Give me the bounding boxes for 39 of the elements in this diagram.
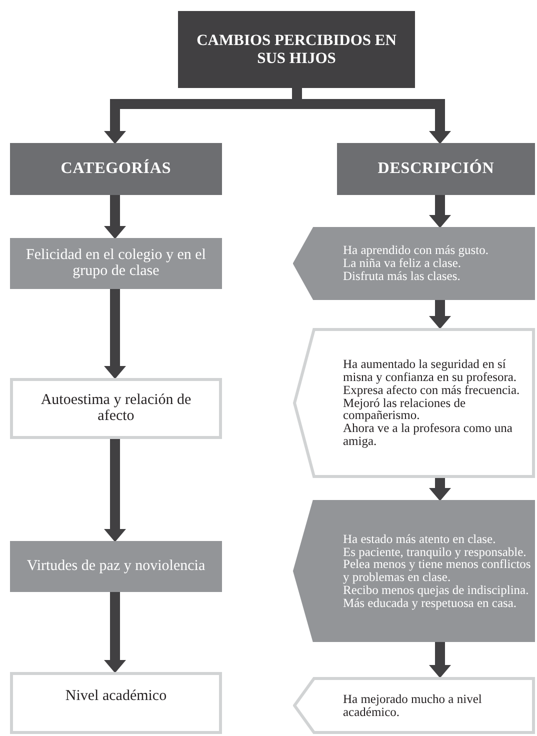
description-text: Ahora ve a la profesora como una amiga. bbox=[343, 422, 514, 448]
description-arrow-box bbox=[293, 227, 535, 300]
category-box bbox=[10, 238, 222, 289]
description-arrow-box bbox=[293, 500, 535, 642]
node-label: CATEGORÍAS bbox=[60, 158, 172, 179]
description-text: Ha aumentado la seguridad en sí misna y confianza en su profesora. bbox=[343, 358, 518, 384]
header-box bbox=[10, 143, 222, 195]
node-label: Felicidad en el colegio y en el grupo de clase bbox=[25, 248, 207, 280]
description-text: Ha estado más atento en clase. bbox=[343, 532, 497, 546]
header-box bbox=[337, 143, 535, 195]
arrow bbox=[429, 642, 451, 678]
arrow bbox=[429, 300, 451, 329]
arrow bbox=[429, 195, 451, 228]
category-box bbox=[10, 378, 222, 439]
description-text: Es paciente, tranquilo y responsable. bbox=[343, 546, 528, 558]
arrow bbox=[429, 478, 451, 501]
description-text: Mejoró las relaciones de compañerismo. bbox=[343, 396, 467, 422]
node-label: DESCRIPCIÓN bbox=[378, 158, 494, 179]
arrow bbox=[104, 289, 126, 379]
arrow bbox=[104, 592, 126, 673]
arrow bbox=[104, 195, 126, 239]
description-text: Ha aprendido con más gusto. bbox=[343, 244, 490, 258]
node-label: Autoestima y relación de afecto bbox=[40, 392, 192, 424]
category-box bbox=[10, 672, 222, 734]
category-box bbox=[10, 541, 222, 592]
node-label: Virtudes de paz y noviolencia bbox=[26, 558, 206, 574]
title-box bbox=[178, 11, 415, 88]
description-text: Más educada y respetuosa en casa. bbox=[343, 596, 517, 610]
arrow bbox=[104, 439, 126, 542]
description-text: Ha mejorado mucho a nivel académico. bbox=[343, 692, 483, 718]
description-text: Recibo menos quejas de indisciplina. bbox=[343, 584, 530, 596]
node-label: Nivel académico bbox=[65, 689, 167, 705]
node-label: CAMBIOS PERCIBIDOS EN SUS HIJOS bbox=[196, 32, 398, 68]
description-arrow-box bbox=[293, 328, 535, 478]
description-text: Disfruta más las clases. bbox=[343, 270, 462, 283]
description-text: La niña va feliz a clase. bbox=[343, 257, 461, 270]
description-text: Pelea menos y tiene menos conflictos y problemas en clase. bbox=[343, 558, 531, 584]
description-text: Expresa afecto con más frecuencia. bbox=[343, 384, 521, 397]
description-arrow-box bbox=[293, 677, 535, 734]
